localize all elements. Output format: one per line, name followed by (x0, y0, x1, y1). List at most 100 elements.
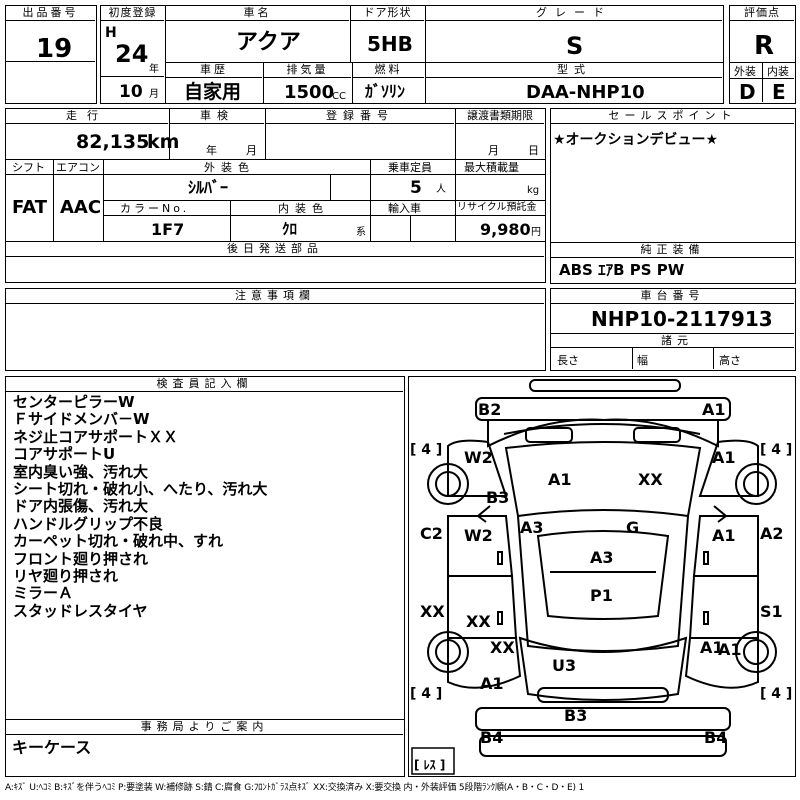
score-label: 評価点 (730, 6, 794, 21)
damage-code: A1 (700, 638, 724, 657)
car-name: アクア (236, 30, 301, 55)
damage-code: B3 (486, 488, 510, 507)
car-diagram-cell (408, 376, 796, 777)
car-diagram (411, 379, 777, 775)
damage-code: A1 (702, 400, 726, 419)
grade-label: グレード (426, 6, 722, 21)
grade: S (566, 32, 584, 60)
inspector-note-line: コアサポートU (13, 445, 116, 464)
interior-score: E (772, 80, 786, 104)
inspector-note-line: スタッドレスタイヤ (13, 601, 148, 620)
shift: FAT (12, 197, 48, 218)
genuine-cell: 純正装備 ABS ｴｱB PS PW (550, 242, 796, 284)
model-cell: 型式 DAA-NHP10 (425, 62, 724, 104)
inspection-month-unit: 月 (246, 144, 257, 157)
chassis-label: 車台番号 (551, 289, 794, 304)
recycle-label: リサイクル預託金 (457, 202, 537, 213)
inspector-note-line: ミラーＡ (13, 584, 74, 603)
inspector-note-line: ハンドルグリップ不良 (13, 514, 164, 533)
width-label: 幅 (637, 354, 648, 367)
damage-code: A1 (712, 526, 736, 545)
damage-code: A1 (548, 470, 572, 489)
inspection-label: 車検 (170, 109, 264, 124)
mileage-cell: 走行 82,135 km (5, 108, 179, 160)
recycle-unit: 円 (531, 227, 541, 238)
damage-code: XX (420, 602, 445, 621)
damage-code: A2 (760, 524, 784, 543)
model-label: 型式 (426, 63, 722, 78)
inspector-note-line: フロント廻り押され (13, 549, 149, 568)
color-no: 1F7 (151, 220, 185, 239)
inspector-note-line: ネジ止コアサポートＸＸ (13, 427, 179, 446)
damage-code: B2 (478, 400, 502, 419)
color-no-label: カラーNo. (120, 202, 190, 215)
car-name-label: 車名 (166, 6, 349, 21)
tire-tread-mark: [ 4 ] (760, 442, 793, 458)
inspection-cell: 車検 年 月 (169, 108, 266, 160)
ext-int-cell: 外装 内装 D E (729, 62, 796, 104)
office-label: 事務局よりご案内 (6, 720, 403, 735)
lot-number-cell: 出品番号 19 (5, 5, 97, 104)
office-cell: 事務局よりご案内 キーケース (5, 719, 405, 777)
reg-month: 10 (119, 82, 143, 102)
damage-code: B3 (564, 706, 588, 725)
inspector-label: 検査員記入欄 (6, 377, 403, 392)
car-name-cell: 車名 アクア (165, 5, 351, 63)
first-registration-cell: 初度登録 H 24 年 10 月 (100, 5, 166, 104)
era: H (105, 25, 117, 41)
shift-label: シフト (12, 161, 45, 174)
door-label: ドア形状 (351, 6, 424, 21)
interior-label: 内装 (767, 65, 789, 78)
damage-code: A3 (590, 548, 614, 567)
sales-point-cell: セールスポイント ★オークションデビュー★ (550, 108, 796, 243)
damage-code: XX (490, 638, 515, 657)
inspector-note-line: リヤ廻り押され (13, 567, 119, 585)
exterior-score: D (739, 80, 756, 104)
genuine-text: ABS ｴｱB PS PW (559, 261, 685, 279)
year-unit: 年 (149, 64, 159, 75)
history-label: 車歴 (166, 63, 262, 78)
damage-code: XX (466, 612, 491, 631)
score: R (754, 31, 775, 61)
inspector-note-line: ドア内張傷、汚れ大 (13, 497, 149, 516)
length-label: 長さ (557, 354, 579, 367)
interior-color: ｸﾛ (282, 220, 298, 238)
fuel-cell: 燃料 ｶﾞｿﾘﾝ (352, 62, 426, 104)
sales-point-text: ★オークションデビュー★ (553, 132, 719, 148)
spare-tire-mark: [ ﾚｽ ] (414, 758, 446, 772)
max-load-unit: kg (527, 185, 540, 196)
history: 自家用 (184, 81, 242, 103)
damage-code: B4 (480, 728, 504, 747)
later-parts-label: 後日発送部品 (6, 242, 544, 257)
seats: 5 (410, 178, 422, 198)
displacement-cell: 排気量 1500 CC (263, 62, 353, 104)
inspection-year-unit: 年 (206, 144, 217, 157)
tire-tread-mark: [ 4 ] (410, 686, 443, 702)
first-reg-label: 初度登録 (101, 6, 164, 21)
tire-tread-mark: [ 4 ] (760, 686, 793, 702)
damage-code: A1 (480, 674, 504, 693)
deadline-month-unit: 月 (488, 144, 499, 157)
damage-code: W2 (464, 526, 493, 545)
deadline-day-unit: 日 (528, 144, 539, 157)
damage-code: W2 (464, 448, 493, 467)
legend: A:ｷｽﾞ U:ﾍｺﾐ B:ｷｽﾞを伴うﾍｺﾐ P:要塗装 W:補修跡 S:錆 … (5, 783, 584, 793)
genuine-label: 純正装備 (551, 243, 794, 258)
grade-cell: グレード S (425, 5, 724, 63)
mileage: 82,135 (76, 131, 150, 153)
damage-code: B4 (704, 728, 728, 747)
displacement-unit: CC (332, 91, 346, 102)
damage-code: A1 (712, 448, 736, 467)
inspector-note-line: センターピラーW (13, 393, 135, 411)
import-label: 輸入車 (388, 202, 421, 215)
displacement: 1500 (284, 82, 335, 103)
notes-label: 注意事項欄 (6, 289, 544, 304)
color-label: 外装色 (204, 161, 255, 174)
ac: AAC (60, 197, 102, 218)
ac-label: エアコン (56, 161, 100, 174)
displacement-label: 排気量 (264, 63, 351, 78)
model: DAA-NHP10 (526, 82, 645, 103)
mileage-label: 走行 (6, 109, 168, 124)
